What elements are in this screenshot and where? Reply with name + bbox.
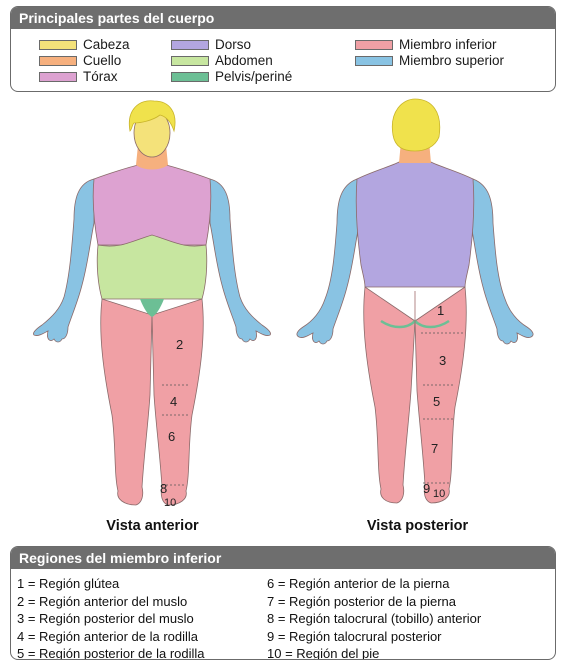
- legend-item-pelvis: Pelvis/periné: [171, 69, 292, 84]
- region-item-8: 8 = Región talocrural (tobillo) anterior: [267, 610, 481, 628]
- region-item-1: 1 = Región glútea: [17, 575, 205, 593]
- legend-swatch-pelvis: [171, 72, 209, 82]
- legend-panel: Principales partes del cuerpo Cabeza Cue…: [10, 6, 556, 92]
- legend-label-abdomen: Abdomen: [215, 53, 273, 68]
- anterior-right-leg: [101, 299, 152, 505]
- legend-label-lower-limb: Miembro inferior: [399, 37, 497, 52]
- posterior-number-9: 9: [423, 481, 430, 496]
- anterior-number-6: 6: [168, 429, 175, 444]
- posterior-left-arm: [471, 179, 533, 344]
- legend-label-thorax: Tórax: [83, 69, 118, 84]
- region-item-9: 9 = Región talocrural posterior: [267, 628, 481, 646]
- posterior-left-leg: [415, 287, 466, 503]
- posterior-number-1: 1: [437, 303, 444, 318]
- anterior-right-arm: [33, 179, 94, 342]
- region-item-6: 6 = Región anterior de la pierna: [267, 575, 481, 593]
- posterior-number-7: 7: [431, 441, 438, 456]
- posterior-number-3: 3: [439, 353, 446, 368]
- anterior-number-4: 4: [170, 394, 177, 409]
- anterior-number-2: 2: [176, 337, 183, 352]
- anterior-left-leg: [152, 299, 203, 505]
- regions-title: Regiones del miembro inferior: [11, 547, 555, 569]
- posterior-view-label: Vista posterior: [285, 518, 550, 534]
- anterior-left-arm: [210, 179, 271, 342]
- posterior-number-5: 5: [433, 394, 440, 409]
- legend-swatch-lower-limb: [355, 40, 393, 50]
- legend-swatch-upper-limb: [355, 56, 393, 66]
- region-item-10: 10 = Región del pie: [267, 645, 481, 660]
- legend-label-pelvis: Pelvis/periné: [215, 69, 292, 84]
- legend-item-lower-limb: Miembro inferior: [355, 37, 497, 52]
- posterior-figure: 1 3 5 7 9 10: [285, 95, 550, 515]
- legend-title: Principales partes del cuerpo: [11, 7, 555, 29]
- legend-label-neck: Cuello: [83, 53, 121, 68]
- posterior-right-arm: [297, 179, 359, 344]
- posterior-hair: [392, 99, 439, 151]
- legend-item-head: Cabeza: [39, 37, 130, 52]
- legend-label-back: Dorso: [215, 37, 251, 52]
- legend-item-upper-limb: Miembro superior: [355, 53, 504, 68]
- legend-item-thorax: Tórax: [39, 69, 118, 84]
- legend-swatch-head: [39, 40, 77, 50]
- anterior-view-label: Vista anterior: [20, 518, 285, 534]
- legend-item-abdomen: Abdomen: [171, 53, 273, 68]
- region-item-5: 5 = Región posterior de la rodilla: [17, 645, 205, 660]
- legend-swatch-neck: [39, 56, 77, 66]
- anterior-thorax: [93, 165, 211, 245]
- anterior-figure: 2 4 6 8 10: [20, 95, 285, 515]
- anterior-number-8: 8: [160, 481, 167, 496]
- region-item-2: 2 = Región anterior del muslo: [17, 593, 205, 611]
- region-item-4: 4 = Región anterior de la rodilla: [17, 628, 205, 646]
- legend-swatch-abdomen: [171, 56, 209, 66]
- region-item-3: 3 = Región posterior del muslo: [17, 610, 205, 628]
- legend-label-head: Cabeza: [83, 37, 130, 52]
- regions-list-left: 1 = Región glútea 2 = Región anterior de…: [17, 575, 205, 660]
- legend-item-neck: Cuello: [39, 53, 121, 68]
- legend-swatch-thorax: [39, 72, 77, 82]
- legend-label-upper-limb: Miembro superior: [399, 53, 504, 68]
- legend-swatch-back: [171, 40, 209, 50]
- posterior-back: [356, 161, 474, 287]
- regions-panel: Regiones del miembro inferior 1 = Región…: [10, 546, 556, 660]
- anterior-number-10: 10: [164, 497, 176, 509]
- posterior-right-leg: [364, 287, 415, 503]
- regions-list-right: 6 = Región anterior de la pierna 7 = Reg…: [267, 575, 481, 660]
- posterior-number-10: 10: [433, 488, 445, 500]
- legend-item-back: Dorso: [171, 37, 251, 52]
- region-item-7: 7 = Región posterior de la pierna: [267, 593, 481, 611]
